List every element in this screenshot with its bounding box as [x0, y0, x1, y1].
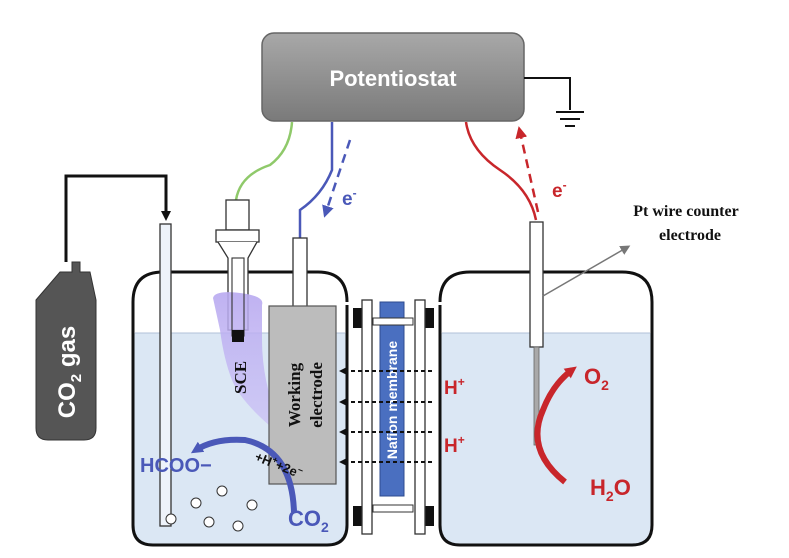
proton-label-2: H+	[444, 433, 465, 457]
nafion-membrane	[379, 301, 405, 497]
gas-feed-line	[64, 174, 172, 527]
electron-flow-left: e-	[322, 139, 357, 218]
proton-migration-arrows	[339, 367, 432, 466]
potentiostat-label: Potentiostat	[329, 66, 457, 91]
co2-gas-label: CO2 gas	[54, 326, 85, 418]
membrane-assembly: Nafion membrane	[353, 299, 434, 535]
counter-electrode-callout: Pt wire counter electrode	[542, 203, 739, 297]
bubble	[246, 499, 258, 511]
counter-electrode-label-line1: Pt wire counter	[633, 203, 738, 220]
bubble	[232, 520, 244, 532]
ground-symbol	[524, 77, 584, 127]
working-electrode-label-line2: electrode	[307, 362, 326, 428]
counter-electrode-label-line2: electrode	[659, 227, 721, 244]
oxygen-evolution-reaction: O2 H2O	[534, 364, 631, 504]
nafion-membrane-label: Nafion membrane	[384, 341, 400, 459]
potentiostat: Potentiostat	[261, 32, 525, 122]
co2-gas-cylinder: CO2 gas	[35, 261, 97, 441]
electron-label-right: e-	[552, 178, 567, 202]
working-electrode-label-line1: Working	[285, 362, 304, 427]
bubble	[190, 497, 202, 509]
formate-label: HCOO−	[140, 455, 212, 477]
electron-label-left: e-	[342, 186, 357, 210]
sce-label: SCE	[231, 361, 250, 394]
h-cell-outline	[131, 270, 654, 547]
gas-inlet-tube	[159, 223, 172, 527]
working-electrode: Working electrode	[268, 122, 337, 485]
electron-flow-right: e-	[515, 126, 567, 213]
working-electrode-plate	[268, 305, 337, 485]
bubble	[216, 485, 228, 497]
bubble	[203, 516, 215, 528]
o2-label: O2	[584, 364, 609, 393]
co2-product-label: CO2	[288, 506, 329, 535]
sce-reference-electrode: SCE	[213, 121, 294, 426]
counter-electrode	[464, 121, 544, 446]
sce-junction	[232, 330, 244, 342]
gas-bubbles	[165, 485, 258, 532]
co2-reduction-reaction: +H++2e− HCOO− CO2	[140, 436, 329, 535]
h2o-label: H2O	[590, 475, 631, 504]
bubble	[165, 513, 177, 525]
proton-label-1: H+	[444, 375, 465, 399]
